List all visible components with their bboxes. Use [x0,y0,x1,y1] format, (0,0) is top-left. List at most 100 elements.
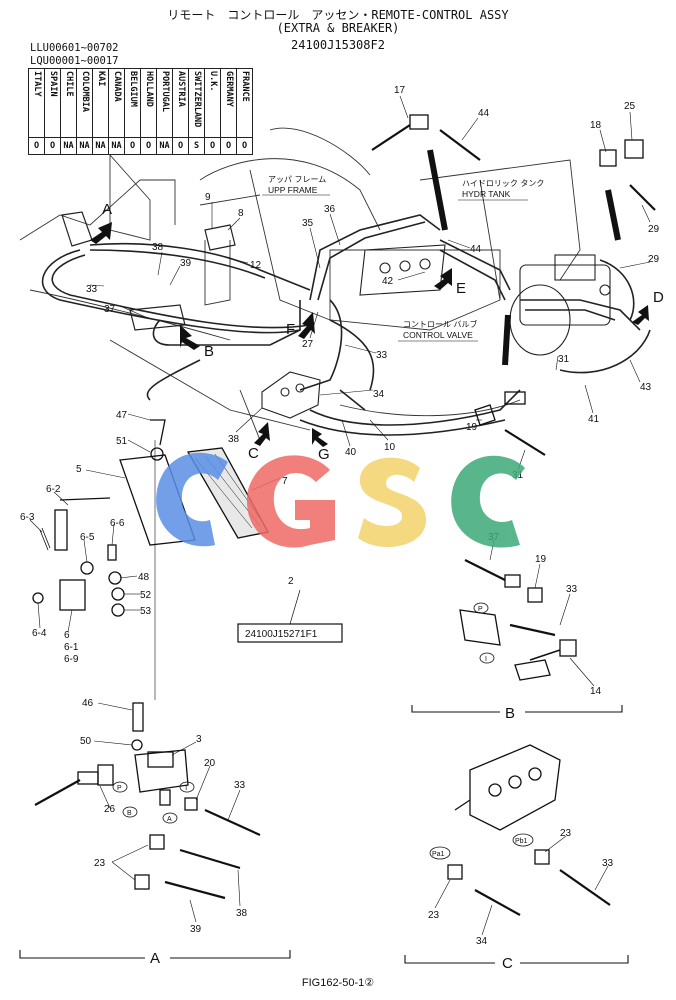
part-label: 19 [535,554,547,565]
part-label: 23 [94,858,106,869]
view-letter-d: D [653,289,664,306]
code-cell: O [172,137,189,155]
figure-number: FIG162-50-1② [301,977,375,989]
port-p: P [117,785,122,792]
part-label: 27 [302,339,314,350]
control-valve-drawing [261,244,446,419]
watermark-logo [156,452,525,548]
part-label: 33 [234,780,246,791]
part-label: 44 [470,244,482,255]
part-label: 6-2 [46,484,61,495]
part-label: 38 [228,434,240,445]
watermark-letter-c [451,455,525,548]
part-label: 6-5 [80,532,95,543]
part-label: 48 [138,572,150,583]
control-valve-jp: コントロール バルブ [403,319,478,329]
part-label: 5 [76,464,82,475]
part-label: 6-9 [64,654,79,665]
view-letter-e: E [456,280,466,297]
part-label: 19 [466,422,478,433]
part-label: 33 [86,284,98,295]
part-label: 39 [190,924,202,935]
watermark-letter-g [246,455,335,548]
part-label: 42 [382,276,394,287]
section-label-a: A [150,950,160,967]
part-label: 17 [394,85,406,96]
hydr-tank-jp: ハイドロリック タンク [462,179,544,188]
upp-frame-en: UPP FRAME [268,185,318,195]
part-label: 43 [640,382,652,393]
part-label: 29 [648,224,660,235]
part-label: 33 [602,858,614,869]
part-label: 46 [82,698,94,709]
part-label: 33 [566,584,578,595]
part-label: 38 [236,908,248,919]
fittings-upper [371,114,656,366]
part-label: 37 [104,304,116,315]
part-label: 39 [180,258,192,269]
part-label: 35 [302,218,314,229]
upp-frame-jp: アッパ フレーム [268,175,326,184]
hydr-tank-en: HYDR TANK [462,189,511,199]
part-label: 44 [478,108,490,119]
view-letter-g: G [318,446,330,463]
part-label: 23 [428,910,440,921]
section-label-c: C [502,955,513,972]
part-label: 51 [116,436,128,447]
leader-lines [29,95,651,936]
part-label: 33 [376,350,388,361]
part-label: 26 [104,804,116,815]
serial-range-2: LQU00001~00017 [30,55,119,67]
part-label: 6 [64,630,70,641]
part-label: 40 [345,447,357,458]
country-cell: FRANCE [236,68,253,138]
part-label: 6-3 [20,512,35,523]
part-label: 41 [588,414,600,425]
part-label: 2 [288,576,294,587]
part-label: 7 [282,476,288,487]
part-label: 36 [324,204,336,215]
section-dividers [19,705,629,964]
part-number-labels: 17 44 25 18 29 9 8 12 36 35 44 42 38 39 … [20,85,660,947]
serial-range-1: LLU00601~00702 [30,42,119,54]
part-label: 18 [590,120,602,131]
hose-routing [41,214,651,436]
view-letter-f: F [286,321,295,338]
port-a: A [167,816,172,823]
part-label: 29 [648,254,660,265]
part-label: 50 [80,736,92,747]
part-label: 6-6 [110,518,125,529]
assy-part-number: 24100J15308F2 [291,38,385,52]
watermark-letter-c [156,452,228,547]
title-line-2: (EXTRA & BREAKER) [276,21,400,35]
section-label-b: B [505,705,515,722]
watermark-letter-s [358,457,427,548]
port-b: B [127,810,132,817]
code-cell: O [140,137,157,155]
code-cell: O [236,137,253,155]
control-valve-en: CONTROL VALVE [403,330,473,340]
fittings-section-c [447,744,611,916]
port-i-section-b: I [485,656,487,663]
part-label: 6-1 [64,642,79,653]
part-label: 34 [373,389,385,400]
part-label: 10 [384,442,396,453]
part-label: 14 [590,686,602,697]
view-letter-b: B [204,343,214,360]
sub-assy-part-number: 24100J15271F1 [245,629,318,640]
port-t: T [184,785,189,792]
port-p-section-b: P [478,606,483,613]
view-letter-a: A [102,201,112,218]
hydraulic-tank [509,254,611,356]
part-label: 34 [476,936,488,947]
view-letter-c: C [248,445,259,462]
part-label: 12 [250,260,262,271]
part-label: 8 [238,208,244,219]
fittings-section-a [34,764,261,900]
part-label: 52 [140,590,152,601]
port-pa1: Pa1 [432,851,445,858]
part-label: 20 [204,758,216,769]
country-applicability-table: ITALY SPAIN CHILE COLOMBIA KAI CANADA BE… [28,68,253,155]
